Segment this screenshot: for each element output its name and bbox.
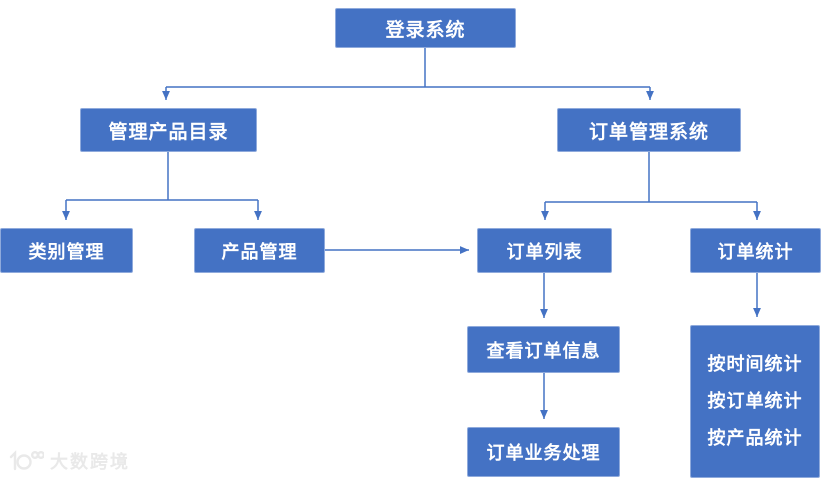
node-view-order-info: 查看订单信息: [467, 326, 620, 373]
watermark: 大数跨境: [8, 448, 130, 474]
node-statistics-detail: 按时间统计 按订单统计 按产品统计: [690, 325, 820, 478]
node-manage-product-catalog: 管理产品目录: [80, 108, 257, 152]
node-order-statistics: 订单统计: [690, 228, 821, 273]
node-category-management: 类别管理: [0, 228, 133, 273]
stats-by-time-label: 按时间统计: [707, 354, 803, 374]
stats-by-order-label: 按订单统计: [707, 391, 803, 411]
watermark-logo-icon: [9, 450, 44, 471]
node-order-management-system: 订单管理系统: [557, 108, 741, 152]
node-order-list: 订单列表: [477, 228, 612, 273]
node-product-management: 产品管理: [194, 228, 325, 273]
stats-by-product-label: 按产品统计: [707, 428, 803, 448]
node-login-system: 登录系统: [335, 8, 516, 48]
watermark-text: 大数跨境: [50, 452, 130, 472]
node-order-business-processing: 订单业务处理: [467, 427, 620, 477]
